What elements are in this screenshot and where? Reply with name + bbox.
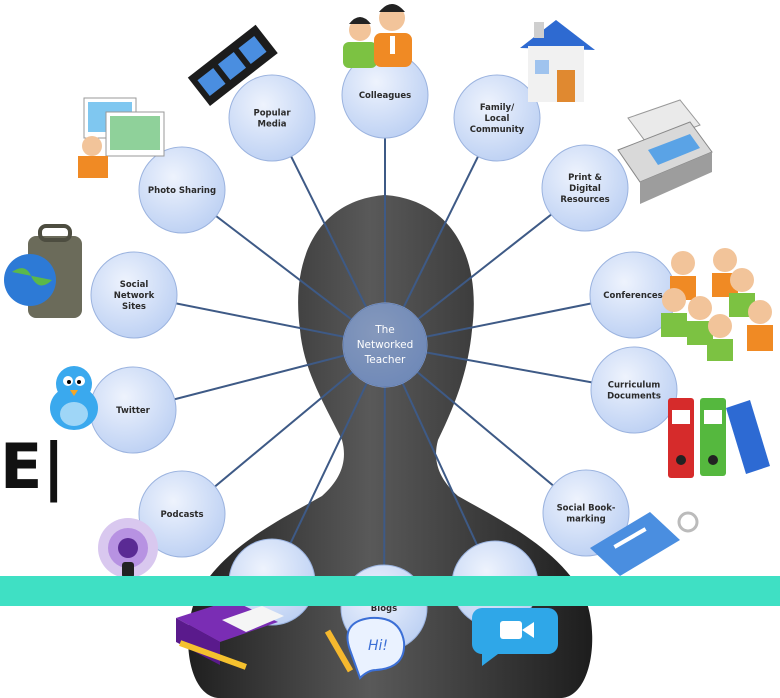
cropped-text-fragment: E| xyxy=(0,430,65,503)
node-label: Documents xyxy=(607,392,661,402)
node-label: Media xyxy=(258,120,287,130)
node-photo-sharing: Photo Sharing xyxy=(138,146,226,234)
pencil-hi-icon: Hi! xyxy=(324,616,406,680)
center-label-line-3: Teacher xyxy=(364,354,406,366)
node-label: Colleagues xyxy=(359,91,411,101)
node-circle xyxy=(590,346,678,434)
node-label: Resources xyxy=(560,195,609,205)
binders-icon xyxy=(668,398,770,478)
center-node: The Networked Teacher xyxy=(342,302,428,388)
node-label: Blogs xyxy=(371,604,397,614)
node-label: Podcasts xyxy=(160,510,203,520)
node-circle xyxy=(228,74,316,162)
node-circle xyxy=(542,469,630,557)
node-label: Social xyxy=(120,280,149,290)
podcast-icon xyxy=(98,518,158,578)
house-icon xyxy=(520,20,595,102)
node-label: Local xyxy=(485,114,510,124)
edge-bottom-right-node xyxy=(384,344,496,585)
node-circle xyxy=(90,251,178,339)
node-circle xyxy=(453,74,541,162)
node-label: Popular xyxy=(253,109,291,119)
globe-bag-icon xyxy=(4,224,82,318)
edge-social-bookmarking xyxy=(384,344,587,514)
node-label: Curriculum xyxy=(608,381,661,391)
node-circle xyxy=(138,470,226,558)
photos-icon xyxy=(78,97,165,178)
node-circle xyxy=(541,144,629,232)
node-label: Network xyxy=(114,291,155,301)
node-circle xyxy=(138,146,226,234)
edge-podcasts xyxy=(181,344,386,515)
node-social-bookmarking: Social Book-marking xyxy=(542,469,630,557)
tag-icon xyxy=(590,511,699,576)
node-label: marking xyxy=(566,515,606,525)
node-label: Twitter xyxy=(116,406,151,416)
node-label: Conferences xyxy=(603,291,662,301)
node-label: Photo Sharing xyxy=(148,186,216,196)
node-label: Digital xyxy=(569,184,601,194)
edge-blogs xyxy=(383,344,386,609)
printer-icon xyxy=(617,99,713,204)
node-podcasts: Podcasts xyxy=(138,470,226,558)
node-label: Social Book- xyxy=(557,504,616,514)
people-icon xyxy=(343,4,412,68)
twitter-bird-icon xyxy=(50,366,98,430)
video-chat-icon xyxy=(472,608,558,666)
center-label-line-1: The xyxy=(374,324,395,336)
edge-bottom-left-node xyxy=(271,344,386,583)
books-icon xyxy=(176,600,284,670)
node-label: Family/ xyxy=(480,103,515,113)
center-label-line-2: Networked xyxy=(357,339,414,351)
node-label: Print & xyxy=(568,173,602,183)
teal-overlay-band xyxy=(0,576,780,606)
svg-text:Hi!: Hi! xyxy=(368,638,388,654)
node-twitter: Twitter xyxy=(89,366,177,454)
node-label: Community xyxy=(470,125,525,135)
film-strip-icon xyxy=(187,24,278,107)
node-label: Sites xyxy=(122,302,146,312)
crowd-icon xyxy=(661,248,773,361)
